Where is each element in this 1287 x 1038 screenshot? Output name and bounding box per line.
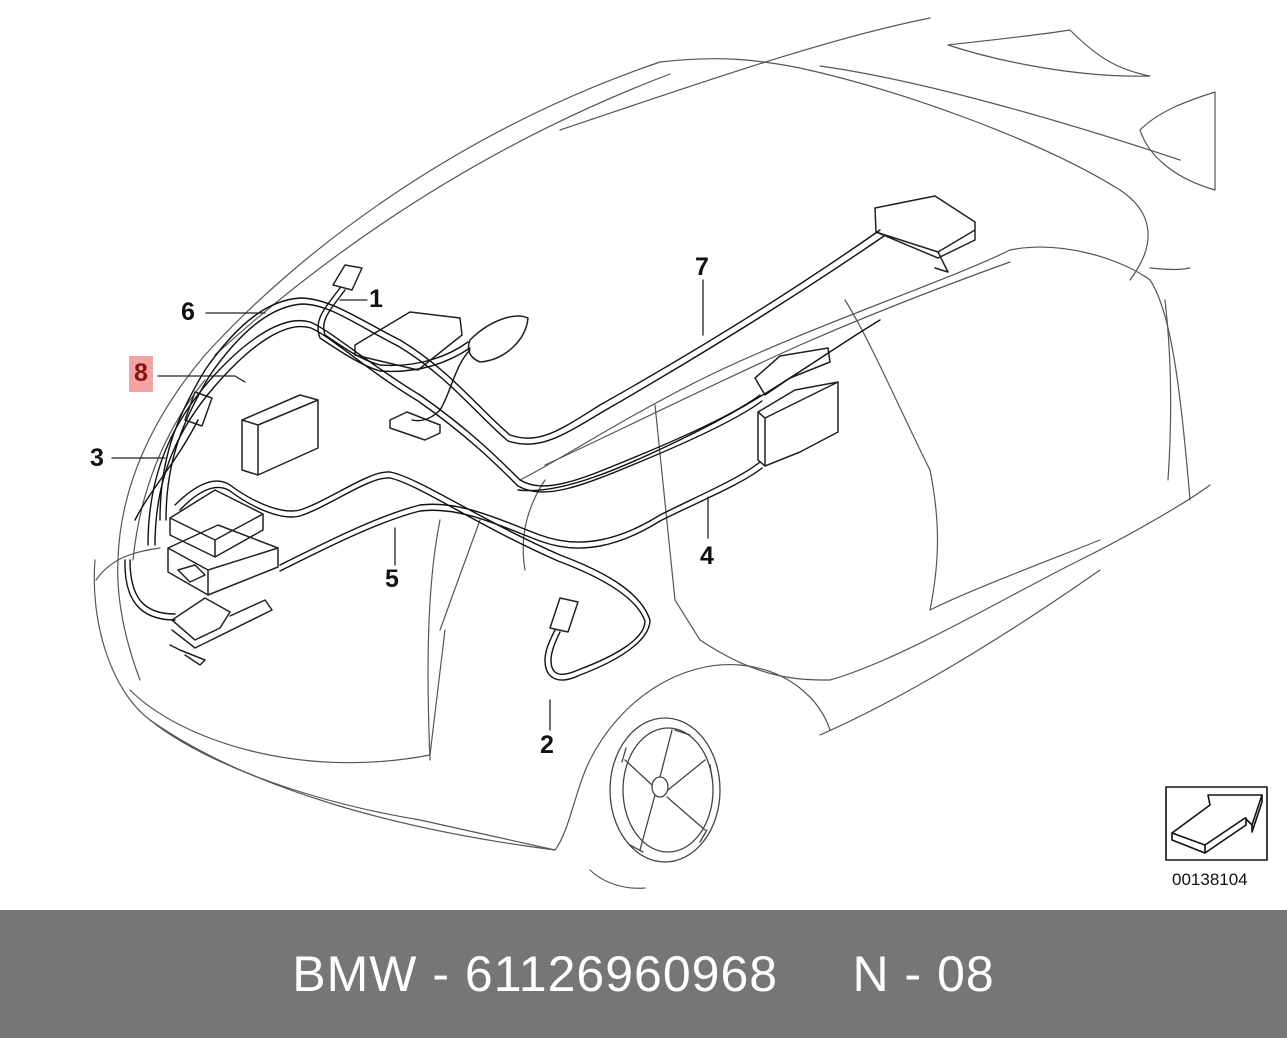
leader-lines [111, 279, 709, 731]
module-box-stack-top [169, 489, 264, 558]
roof-antenna [467, 315, 529, 363]
components [167, 195, 976, 666]
leader-8 [157, 375, 246, 383]
module-box-left [241, 394, 319, 476]
callout-7: 7 [695, 253, 709, 281]
callout-2: 2 [540, 731, 554, 759]
module-box-stack-bottom [167, 524, 279, 596]
footer-bar: BMW - 61126960968 N - 08 [0, 910, 1287, 1038]
callout-5: 5 [385, 565, 399, 593]
parts-diagram [93, 17, 1268, 889]
wheel-icon [609, 717, 721, 863]
footer-part-number: BMW - 61126960968 N - 08 [292, 946, 995, 1002]
arrow-nav-icon [1165, 786, 1268, 861]
wiring-harness [124, 229, 885, 681]
callout-1: 1 [369, 285, 383, 313]
sensor-pad-bottom [549, 597, 579, 633]
small-unit-right [754, 347, 831, 396]
small-unit-center [389, 411, 441, 441]
bottom-bracket [171, 597, 273, 649]
diagram-reference-code: 00138104 [1172, 870, 1248, 889]
callout-8-highlighted[interactable]: 8 [129, 356, 153, 392]
car-body-outline [93, 17, 1216, 889]
callout-6: 6 [181, 298, 195, 326]
callout-4: 4 [700, 542, 714, 570]
roof-antenna-bar [874, 195, 976, 273]
callout-3: 3 [90, 444, 104, 472]
sensor-pad-top [332, 264, 363, 291]
module-box-right [757, 381, 839, 467]
